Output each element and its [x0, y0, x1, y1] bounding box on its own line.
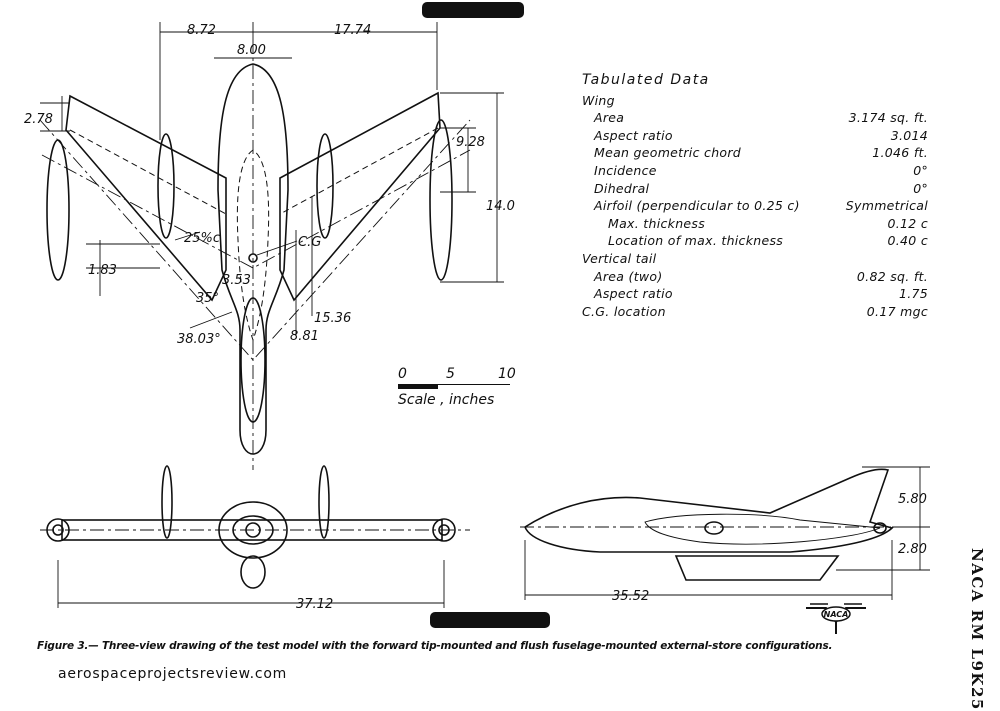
- three-view-drawing: 8.72 17.74 8.00 2.78 9.28 14.0 25%c C.G …: [24, 22, 930, 612]
- plan-view: [39, 22, 504, 470]
- right-tip-store: [429, 119, 453, 281]
- left-vertical-tail: [157, 133, 175, 239]
- scale-tick-10: 10: [498, 366, 516, 382]
- left-wing-outline: [65, 94, 227, 302]
- dim-35-52: 35.52: [612, 589, 649, 604]
- table-title: Tabulated Data: [582, 72, 710, 88]
- dim-8-00: 8.00: [237, 43, 266, 58]
- scale-tick-5: 5: [446, 366, 455, 382]
- right-vertical-tail: [316, 133, 334, 239]
- table-row: Vertical tail: [582, 250, 657, 266]
- right-wing-outline: [279, 91, 441, 302]
- figure-caption: Figure 3.— Three-view drawing of the tes…: [37, 640, 833, 652]
- cg-mark: [248, 253, 258, 263]
- left-tip-store: [46, 139, 70, 281]
- report-number: NACA RM L9K25: [968, 548, 986, 711]
- dim-1-83: 1.83: [88, 263, 117, 278]
- scale-line: [398, 384, 510, 390]
- front-view: [40, 465, 470, 608]
- dim-5-80: 5.80: [898, 492, 927, 507]
- dim-17-74: 17.74: [334, 23, 371, 38]
- dim-3-53: 3.53: [222, 273, 251, 288]
- side-store: [674, 555, 840, 581]
- site-watermark: aerospaceprojectsreview.com: [58, 666, 288, 682]
- side-fuselage: [524, 468, 894, 553]
- table-row: Airfoil (perpendicular to 0.25 c)Symmetr…: [594, 198, 928, 214]
- dim-2-78: 2.78: [24, 112, 53, 127]
- side-view: [520, 466, 930, 600]
- naca-logo-text: NACA: [824, 610, 849, 619]
- table-row: Wing: [582, 92, 615, 108]
- scale-label: Scale , inches: [398, 392, 495, 408]
- dim-2-80: 2.80: [898, 542, 927, 557]
- redaction-bottom: [430, 612, 550, 628]
- scale-bar: 0 5 10 Scale , inches: [398, 366, 528, 408]
- label-cg: C.G: [298, 235, 321, 250]
- label-35deg: 35°: [196, 291, 219, 306]
- redaction-top: [422, 2, 524, 18]
- dim-14-0: 14.0: [486, 199, 515, 214]
- label-38-03deg: 38.03°: [177, 332, 221, 347]
- table-row: Area (two)0.82 sq. ft.: [594, 268, 928, 284]
- dim-8-72: 8.72: [187, 23, 216, 38]
- dim-9-28: 9.28: [456, 135, 485, 150]
- dim-8-81: 8.81: [290, 329, 319, 344]
- dim-37-12: 37.12: [296, 597, 333, 612]
- dim-15-36: 15.36: [314, 311, 351, 326]
- naca-logo: NACA: [806, 603, 866, 634]
- scale-tick-0: 0: [398, 366, 407, 382]
- label-25c: 25%c: [184, 231, 220, 246]
